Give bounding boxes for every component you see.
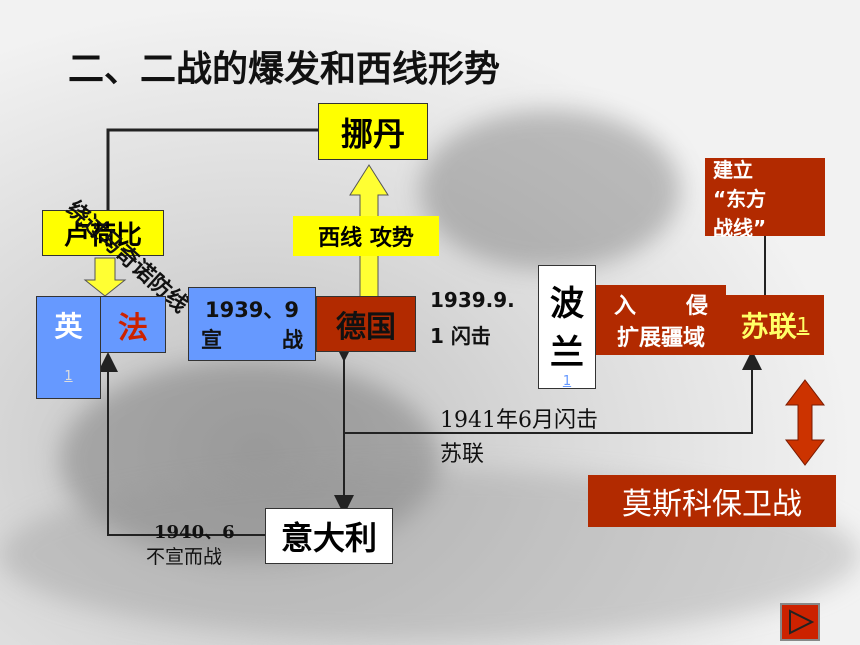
- label-blitz-ussr-b: 苏联: [440, 442, 485, 467]
- node-italy: 意大利: [265, 508, 393, 564]
- link-ussr[interactable]: 1: [796, 313, 810, 337]
- node-ussr: 苏联 1: [726, 295, 824, 355]
- next-slide-button[interactable]: [780, 603, 820, 641]
- link-poland[interactable]: 1: [562, 374, 572, 389]
- link-britain[interactable]: 1: [64, 369, 73, 384]
- invade-word-b: 侵: [685, 294, 708, 319]
- node-moscow-defense: 莫斯科保卫战: [588, 475, 836, 527]
- poland-label-b: 兰: [550, 333, 584, 373]
- page-title: 二、二战的爆发和西线形势: [68, 49, 501, 90]
- background-shadow: [420, 110, 680, 270]
- node-declare-war: 1939、9 宣 战: [188, 287, 316, 361]
- label-western-offensive: 西线 攻势: [293, 216, 439, 256]
- node-britain: 英 1: [36, 296, 101, 399]
- declare-war-date: 1939、9: [204, 298, 300, 322]
- label-blitz-ussr-a: 1941年6月闪击: [440, 408, 598, 433]
- britain-label: 英: [54, 310, 83, 343]
- invade-word-c: 扩展疆域: [616, 326, 705, 351]
- eastern-front-b: “东方: [713, 186, 767, 211]
- label-italy-date: 1940、6: [154, 522, 235, 543]
- node-france: 法: [100, 296, 166, 353]
- eastern-front-c: 战线”: [713, 215, 767, 240]
- label-blitz-poland-b: 1 闪击: [430, 324, 491, 348]
- play-icon: [789, 609, 815, 635]
- declare-word-b: 战: [282, 328, 303, 352]
- label-italy-war: 不宣而战: [146, 546, 223, 568]
- eastern-front-a: 建立: [713, 157, 753, 182]
- node-germany: 德国: [316, 296, 416, 352]
- declare-word-a: 宣: [201, 328, 222, 352]
- invade-word-a: 入: [614, 294, 637, 319]
- node-invade-expand: 入 侵 扩展疆域: [596, 285, 726, 355]
- node-poland: 波 兰 1: [538, 265, 596, 389]
- label-blitz-poland-a: 1939.9.: [430, 288, 515, 312]
- node-norway-denmark: 挪丹: [318, 103, 428, 160]
- ussr-label: 苏联: [740, 310, 797, 343]
- node-low-countries: 卢荷比: [42, 210, 164, 256]
- node-eastern-front: 建立 “东方 战线”: [705, 158, 825, 240]
- poland-label-a: 波: [550, 284, 584, 324]
